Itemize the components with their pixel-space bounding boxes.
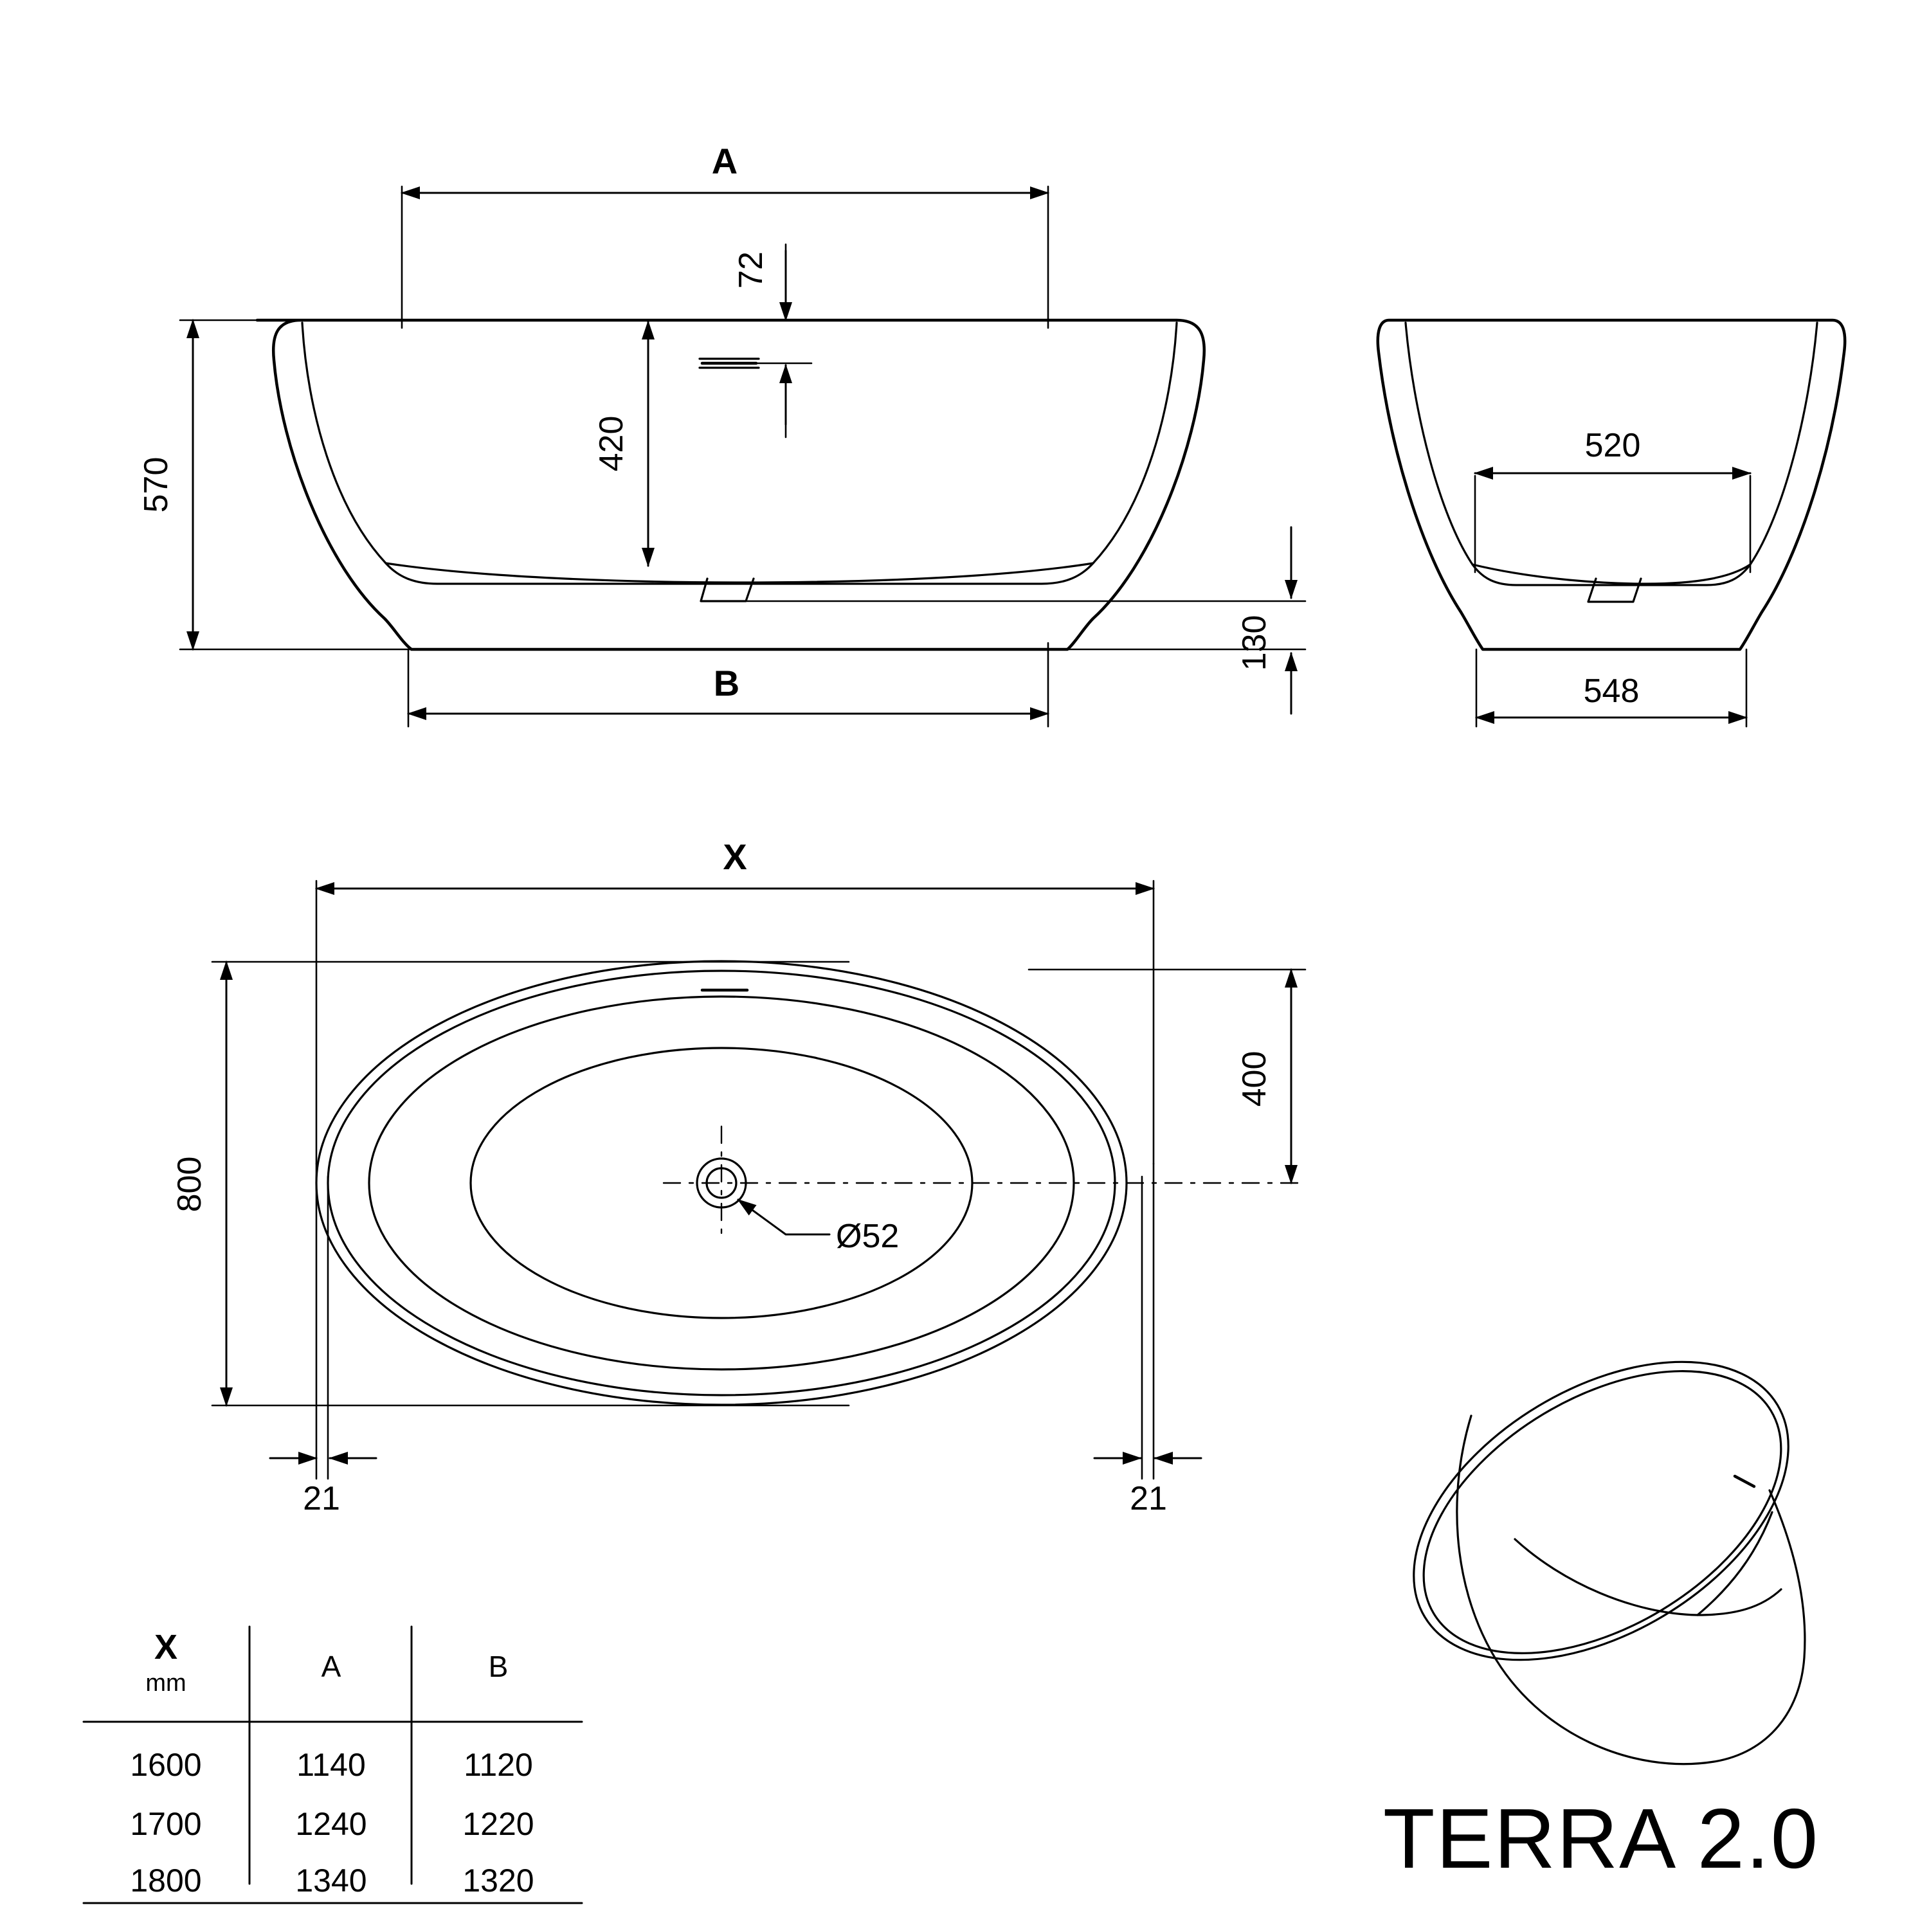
overflow-slot-outline [698, 357, 760, 369]
drain-diameter-label: Ø52 [836, 1218, 899, 1255]
dim-A-label: A [712, 141, 738, 181]
dim-420-label: 420 [593, 416, 630, 472]
table-cell-a: 1240 [295, 1806, 367, 1842]
perspective-rim-inner [1422, 1370, 1782, 1654]
table-row: 1600 1140 1120 [130, 1747, 532, 1783]
dim-130-label: 130 [1236, 615, 1273, 671]
table-header-x: X [154, 1628, 177, 1666]
dim-570-label: 570 [138, 457, 175, 513]
dim-800-label: 800 [171, 1157, 208, 1213]
dim-21-left-label: 21 [303, 1480, 340, 1517]
perspective-overflow-slot [1733, 1474, 1756, 1488]
drain-leader-line [737, 1198, 831, 1236]
dim-548-label: 548 [1584, 673, 1640, 710]
dim-520-label: 520 [1585, 427, 1641, 464]
table-row: 1700 1240 1220 [130, 1806, 534, 1842]
plan-bowl-opening [368, 995, 1075, 1371]
dim-400-label: 400 [1236, 1051, 1273, 1107]
side-elevation-view: 520 548 [1376, 318, 1847, 728]
side-outer-profile [1376, 318, 1847, 651]
dim-72-label: 72 [732, 251, 770, 289]
table-cell-b: 1220 [462, 1806, 534, 1842]
side-drain-boss [1587, 577, 1642, 603]
perspective-rim-outer [1413, 1360, 1789, 1661]
product-title: TERRA 2.0 [1383, 1791, 1819, 1886]
side-floor-line [1471, 563, 1752, 585]
table-header-b: B [489, 1650, 509, 1683]
table-cell-x: 1700 [130, 1806, 201, 1842]
tub-floor-line [385, 562, 1094, 584]
table-header-a: A [322, 1650, 341, 1683]
perspective-interior-wall [1696, 1511, 1773, 1616]
dim-X-label: X [723, 836, 747, 877]
dim-B-label: B [714, 663, 739, 703]
plan-view: Ø52 X 800 400 21 21 [171, 836, 1307, 1517]
front-elevation-view: A 570 420 72 130 B [138, 141, 1307, 728]
perspective-view [1413, 1360, 1806, 1765]
perspective-body-outline [1456, 1414, 1806, 1765]
table-cell-x: 1600 [130, 1747, 201, 1783]
table-cell-a: 1340 [295, 1863, 367, 1899]
table-cell-x: 1800 [130, 1863, 201, 1899]
side-inner-profile [1404, 321, 1818, 586]
drain-boss [700, 577, 755, 602]
table-cell-b: 1120 [464, 1747, 533, 1783]
table-header-unit: mm [145, 1670, 186, 1697]
perspective-interior-edge [1514, 1538, 1782, 1616]
dim-21-right-label: 21 [1130, 1480, 1167, 1517]
tub-inner-profile [301, 321, 1178, 585]
table-cell-a: 1140 [296, 1747, 366, 1783]
table-cell-b: 1320 [462, 1863, 534, 1899]
table-row: 1800 1340 1320 [130, 1863, 534, 1899]
size-variants-table: X mm A B 1600 1140 1120 1700 1240 1220 1… [82, 1625, 583, 1904]
